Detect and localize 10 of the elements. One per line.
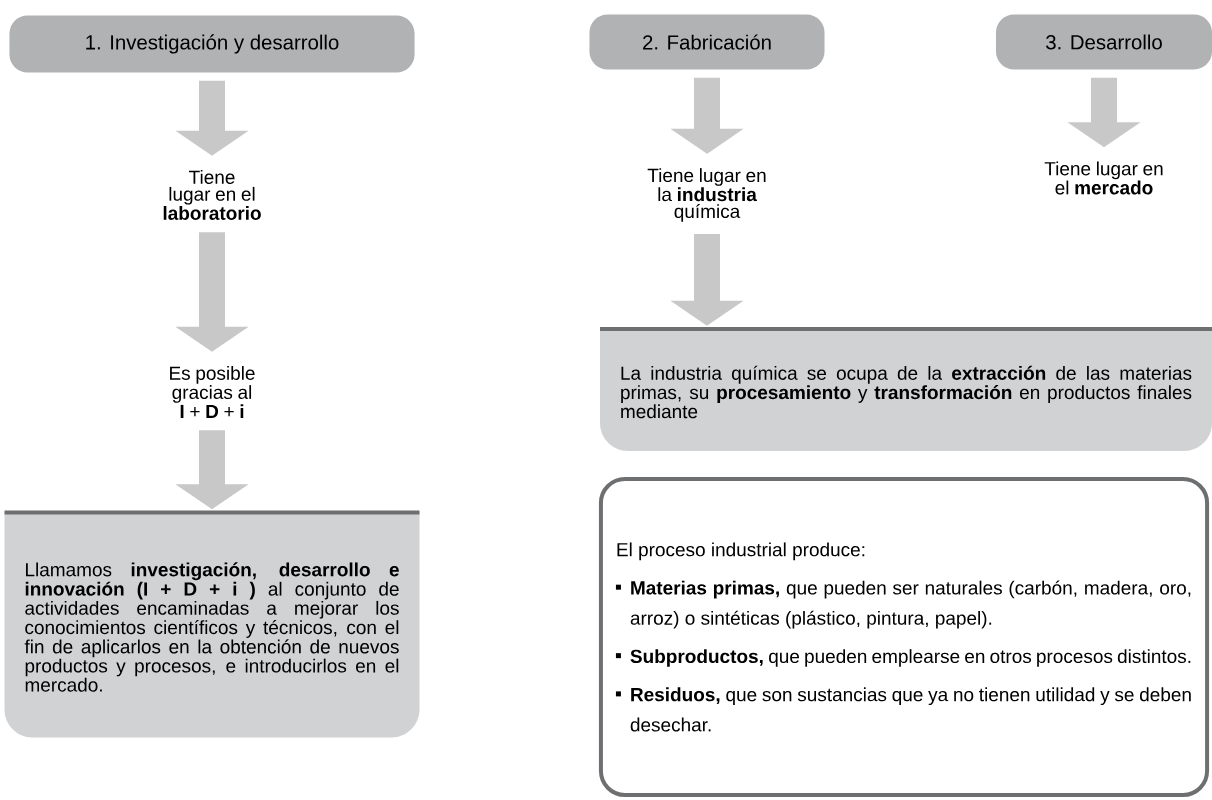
step-text: Es posible gracias al I + D + i	[170, 366, 255, 418]
stage-header: 1. Investigación y desarrollo	[9, 15, 415, 73]
info-panel: La industria química se ocupa de la extracción de las materias primas, su procesamiento y transformación en productos finales mediante	[600, 327, 1212, 451]
step-text: Tiene lugar en la industria química	[647, 168, 766, 222]
stage-header: 3. Desarrollo	[995, 14, 1212, 70]
step-text: Tiene lugar en el laboratorio	[163, 170, 261, 220]
list-panel: El proceso industrial produce: Materias primas, que pueden ser naturales (carbón, madera, oro, arroz) o sintéticas (plástico, pintura, papel). Subproductos, que pueden emplearse en otros procesos distintos. Residuos, que son sustancias que ya no tienen utilidad y se deben desechar.	[598, 476, 1210, 798]
step-text: Tiene lugar en el mercado	[1044, 161, 1163, 195]
stage-header: 2. Fabricación	[589, 14, 825, 70]
info-panel: Llamamos investigación, desarrollo e innovación (I + D + i ) al conjunto de actividades encaminadas a mejorar los conocimientos científicos y técnicos, con el fin de aplicarlos en la obtención de nuevos productos y procesos, e introducirlos en el mercado.	[4, 510, 420, 738]
